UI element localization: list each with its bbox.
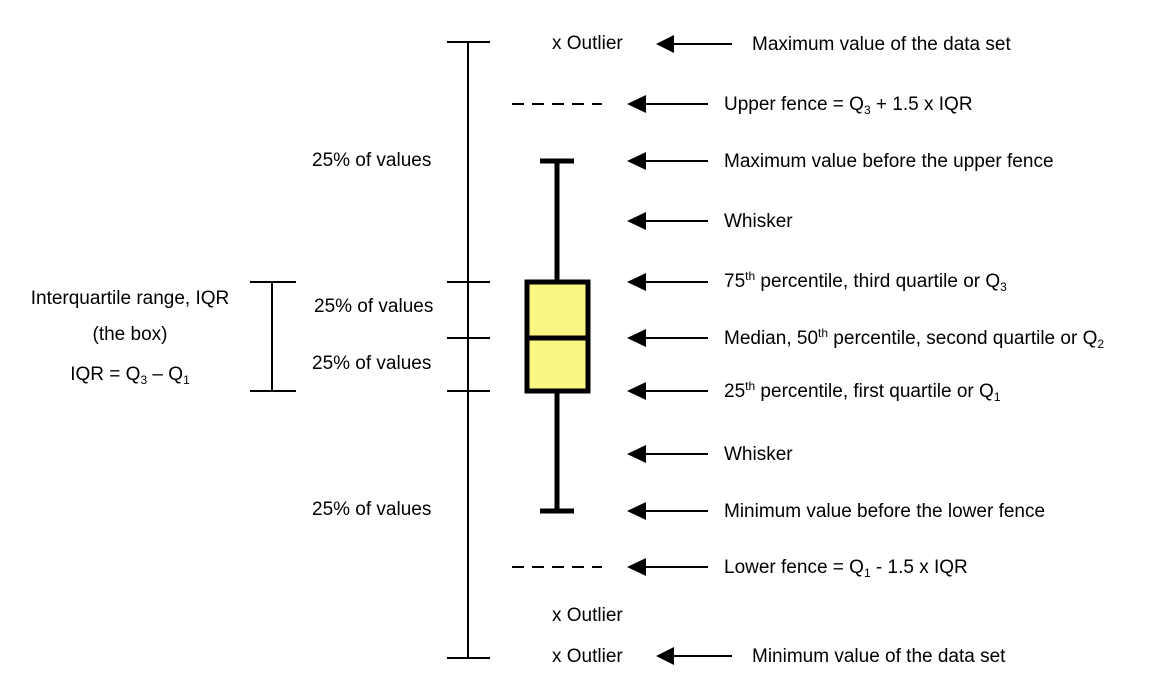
label-upper-fence: Upper fence = Q3 + 1.5 x IQR [724, 94, 973, 117]
arrow-p75 [627, 273, 708, 291]
quarter-label-upper-mid: 25% of values [314, 296, 434, 317]
arrows [627, 35, 732, 665]
iqr-subtitle: (the box) [92, 324, 168, 345]
arrow-whisker-lower [627, 445, 708, 463]
arrow-upper-fence [627, 95, 708, 113]
label-whisker-lower: Whisker [724, 444, 793, 465]
arrow-whisker-upper [627, 212, 708, 230]
outlier-top: x Outlier [552, 33, 623, 54]
label-median: Median, 50th percentile, second quartile… [724, 326, 1105, 351]
arrow-min-before-lower [627, 502, 708, 520]
label-max-data: Maximum value of the data set [752, 34, 1011, 55]
arrow-max-before-upper [627, 152, 708, 170]
iqr-title: Interquartile range, IQR [30, 288, 230, 309]
quarter-label-lower-mid: 25% of values [312, 353, 432, 374]
label-max-before-upper: Maximum value before the upper fence [724, 151, 1054, 172]
quarter-label-top: 25% of values [312, 150, 432, 171]
quarter-label-bottom: 25% of values [312, 499, 432, 520]
arrow-median [627, 329, 708, 347]
arrow-min-data [656, 647, 732, 665]
iqr-formula: IQR = Q3 – Q1 [70, 364, 190, 387]
label-min-data: Minimum value of the data set [752, 646, 1006, 667]
outlier-low-1: x Outlier [552, 605, 623, 626]
label-lower-fence: Lower fence = Q1 - 1.5 x IQR [724, 557, 968, 580]
arrow-max-data [656, 35, 732, 53]
label-p75: 75th percentile, third quartile or Q3 [724, 269, 1007, 294]
label-whisker-upper: Whisker [724, 211, 793, 232]
outlier-low-2: x Outlier [552, 646, 623, 667]
label-p25: 25th percentile, first quartile or Q1 [724, 379, 1001, 404]
arrow-p25 [627, 382, 708, 400]
arrow-lower-fence [627, 558, 708, 576]
label-min-before-lower: Minimum value before the lower fence [724, 501, 1046, 522]
